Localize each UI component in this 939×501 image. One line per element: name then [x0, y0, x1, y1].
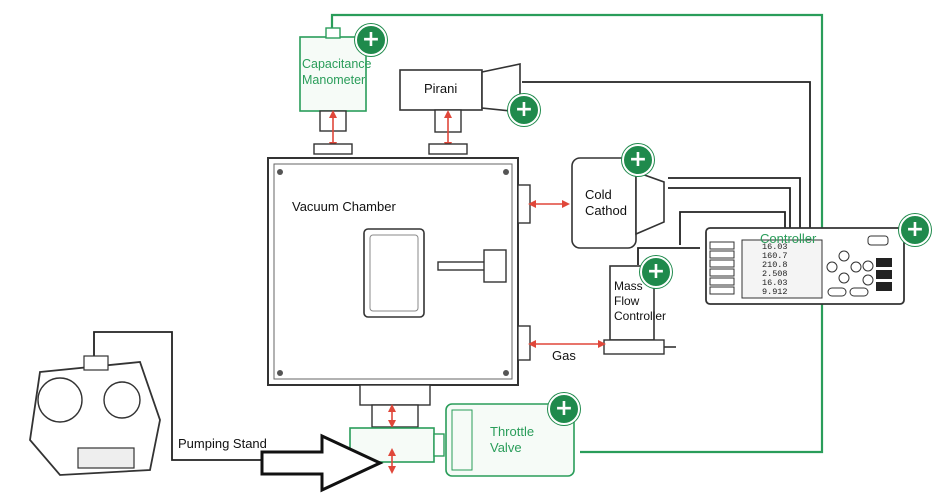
- vacuum-chamber-label: Vacuum Chamber: [292, 199, 396, 214]
- controller-reading: 210.8: [762, 260, 788, 270]
- pirani-gauge: [399, 63, 521, 155]
- controller-cables: [522, 81, 811, 265]
- capacitance-manometer-label: Capacitance Manometer: [302, 57, 372, 87]
- capacitance-manometer: [299, 27, 367, 155]
- pirani-plus-button[interactable]: +: [508, 94, 540, 126]
- pumping-stand: [29, 331, 262, 476]
- gas-label: Gas: [552, 348, 576, 363]
- throttle-valve-plus-button[interactable]: +: [548, 393, 580, 425]
- controller-plus-button[interactable]: +: [899, 214, 931, 246]
- pumping-arrow: [260, 433, 384, 493]
- cold-cathode-label: Cold Cathod: [585, 187, 627, 218]
- capacitance-manometer-plus-button[interactable]: +: [355, 24, 387, 56]
- throttle-valve-label: Throttle Valve: [490, 424, 535, 455]
- mass-flow-controller-plus-button[interactable]: +: [640, 256, 672, 288]
- controller-label: Controller: [760, 231, 817, 246]
- controller-reading: 2.508: [762, 269, 788, 279]
- pirani-label: Pirani: [424, 81, 458, 96]
- mass-flow-controller-label: Mass Flow Controller: [614, 279, 667, 323]
- cold-cathode-gauge: [517, 157, 665, 249]
- gas-line: [517, 325, 606, 361]
- controller-reading: 16.03: [762, 278, 788, 288]
- cold-cathode-plus-button[interactable]: +: [622, 144, 654, 176]
- controller-reading: 160.7: [762, 251, 788, 261]
- vacuum-chamber: [267, 157, 519, 428]
- controller-reading: 16.03: [762, 242, 788, 252]
- controller-panel: [705, 227, 905, 305]
- pumping-stand-label: Pumping Stand: [178, 436, 267, 451]
- green-signal-line: [330, 13, 824, 454]
- controller-reading: 9.912: [762, 287, 788, 297]
